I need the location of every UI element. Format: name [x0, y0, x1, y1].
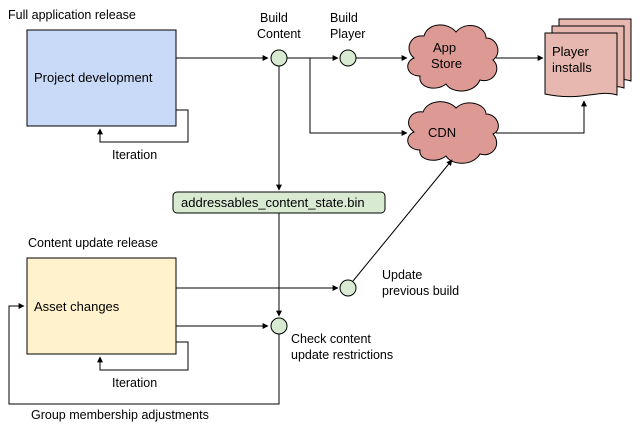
content-update-title: Content update release [28, 236, 158, 250]
update-previous-build-node[interactable] [339, 279, 357, 297]
app-store-cloud[interactable] [407, 24, 499, 92]
player-installs-label-1: Player [552, 44, 590, 59]
check-restrictions-label-2: update restrictions [291, 348, 393, 362]
iteration-bottom-label: Iteration [112, 376, 157, 390]
app-store-label-1: App [433, 40, 456, 55]
group-membership-loop [8, 303, 280, 405]
iteration-top-label: Iteration [112, 148, 157, 162]
asset-changes-box[interactable] [26, 257, 177, 355]
check-restrictions-node[interactable] [270, 317, 288, 335]
build-player-label-1: Build [330, 11, 358, 25]
build-content-label-1: Build [260, 11, 288, 25]
player-installs-label-2: installs [552, 60, 592, 75]
app-store-label-2: Store [431, 56, 462, 71]
build-player-label-2: Player [330, 27, 365, 41]
arrow-build-content-to-cdn [309, 58, 408, 136]
asset-changes-label: Asset changes [34, 299, 120, 314]
project-development-label: Project development [34, 70, 153, 85]
build-player-node[interactable] [339, 49, 357, 67]
check-restrictions-label-1: Check content [291, 332, 371, 346]
iteration-loop-bottom [97, 341, 189, 371]
iteration-loop-top [97, 109, 189, 143]
player-installs-document[interactable] [544, 18, 632, 98]
content-state-file-label: addressables_content_state.bin [181, 195, 365, 210]
cdn-label: CDN [428, 125, 456, 140]
update-previous-label-1: Update [382, 268, 422, 282]
build-content-label-2: Content [257, 27, 301, 41]
full-release-title: Full application release [8, 8, 136, 22]
cdn-cloud[interactable] [407, 101, 499, 164]
project-development-box[interactable] [26, 29, 177, 127]
arrow-cdn-to-installs [496, 100, 587, 134]
update-previous-label-2: previous build [382, 284, 459, 298]
build-content-node[interactable] [270, 49, 288, 67]
arrow-update-to-cdn [352, 159, 453, 282]
group-membership-label: Group membership adjustments [31, 408, 209, 422]
